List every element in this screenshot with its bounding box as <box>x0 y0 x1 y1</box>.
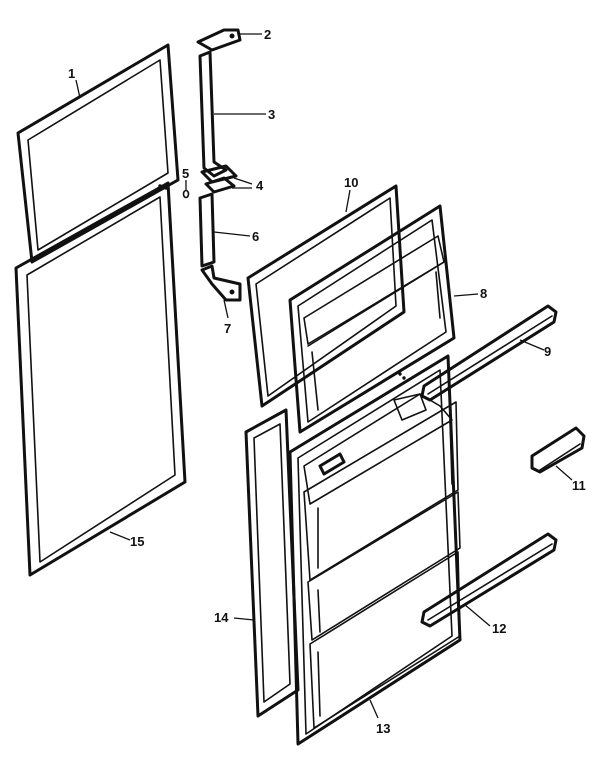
part-1-freezer-gasket <box>16 43 180 264</box>
callout-labels: 1 2 3 4 5 6 7 8 9 10 11 12 13 14 15 <box>68 27 586 736</box>
part-6-lower-strip <box>198 192 216 268</box>
part-7-center-hinge <box>200 264 242 302</box>
callout-10: 10 <box>344 175 358 190</box>
part-13-fresh-food-door-liner <box>288 354 462 746</box>
part-12-lower-shelf-bar <box>420 532 558 628</box>
part-9-upper-shelf-bar <box>420 304 558 402</box>
leader-lines <box>75 33 573 719</box>
callout-1: 1 <box>68 66 75 81</box>
part-15-fresh-food-gasket <box>14 181 187 577</box>
part-10-freezer-door-gasket <box>246 184 406 408</box>
callout-15: 15 <box>130 534 144 549</box>
scan-dots <box>158 184 406 380</box>
callout-5: 5 <box>182 166 189 181</box>
callout-2: 2 <box>264 27 271 42</box>
part-5-washer <box>182 189 190 199</box>
part-11-end-cap <box>530 426 586 474</box>
callout-14: 14 <box>214 610 229 625</box>
callout-9: 9 <box>544 344 551 359</box>
callout-13: 13 <box>376 721 390 736</box>
callout-3: 3 <box>268 107 275 122</box>
part-3-upper-strip <box>198 50 228 178</box>
part-4-hinge-spacers <box>200 164 238 194</box>
callout-8: 8 <box>480 286 487 301</box>
callout-4: 4 <box>256 178 264 193</box>
part-8-freezer-door-liner <box>288 204 456 434</box>
callout-6: 6 <box>252 229 259 244</box>
part-14-fresh-food-door-gasket <box>244 408 300 718</box>
part-2-upper-hinge <box>196 28 242 52</box>
callout-7: 7 <box>224 321 231 336</box>
callout-11: 11 <box>572 478 586 493</box>
callout-12: 12 <box>492 621 506 636</box>
